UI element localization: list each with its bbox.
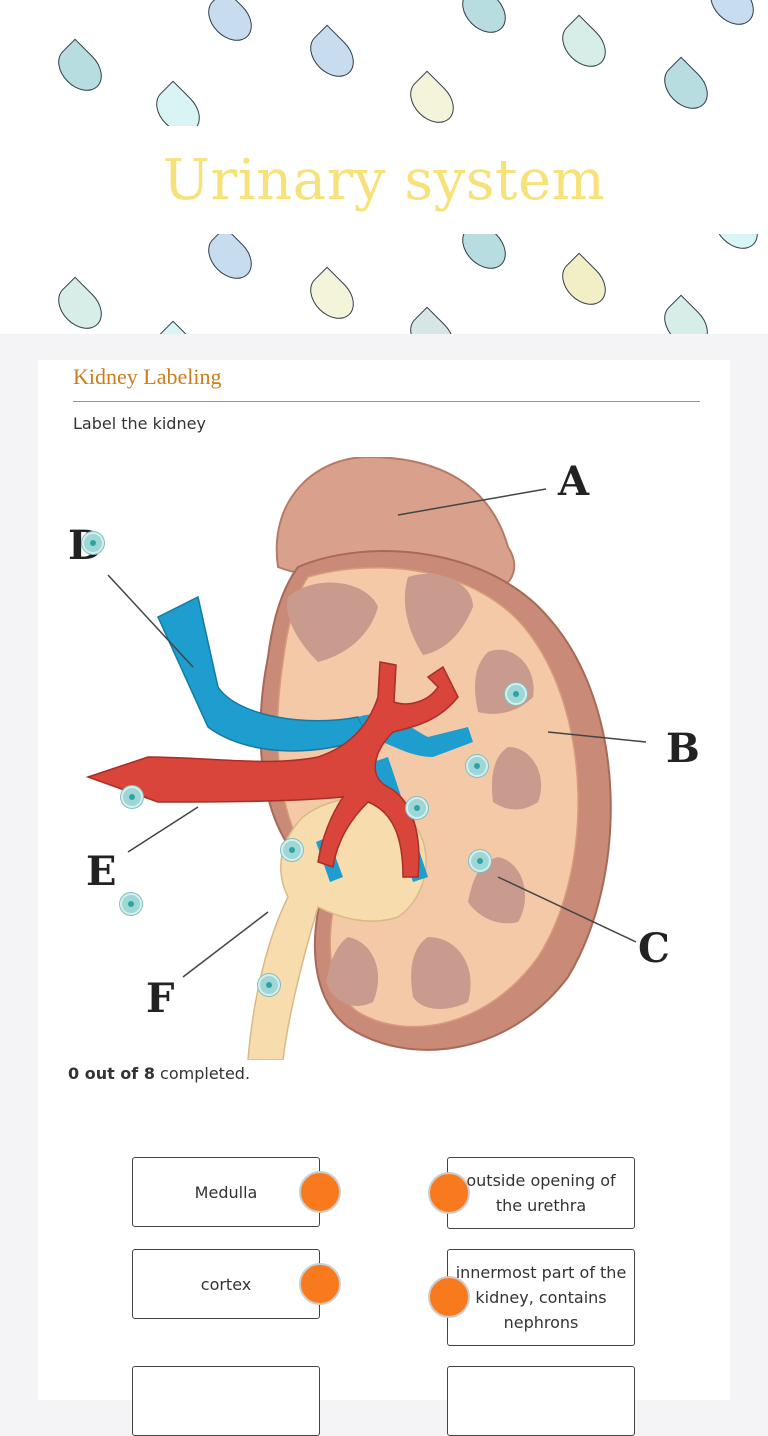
- match-right-item[interactable]: innermost part of the kidney, contains n…: [447, 1249, 635, 1346]
- raindrop-decoration: [49, 38, 111, 100]
- activity-heading: Kidney Labeling: [73, 364, 222, 389]
- label-hotspot-b[interactable]: [505, 683, 527, 705]
- raindrop-decoration: [401, 306, 463, 334]
- label-hotspot-c[interactable]: [469, 850, 491, 872]
- progress-count: 0 out of 8: [68, 1064, 155, 1083]
- match-left-connector[interactable]: [299, 1171, 341, 1213]
- match-left-item[interactable]: cortex: [132, 1249, 320, 1319]
- label-hotspot-b2[interactable]: [466, 755, 488, 777]
- raindrop-decoration: [301, 24, 363, 86]
- raindrop-decoration: [49, 276, 111, 334]
- raindrop-decoration: [655, 56, 717, 118]
- match-right-label: innermost part of the kidney, contains n…: [455, 1263, 627, 1332]
- page-title: Urinary system: [162, 147, 606, 213]
- kidney-illustration: A B C D E F: [68, 455, 700, 1061]
- raindrop-decoration: [553, 14, 615, 76]
- match-right-item[interactable]: [447, 1366, 635, 1436]
- raindrop-decoration: [553, 252, 615, 314]
- progress-text: 0 out of 8 completed.: [68, 1064, 250, 1083]
- raindrop-decoration: [199, 226, 261, 288]
- raindrop-decoration: [701, 0, 763, 34]
- raindrop-decoration: [147, 320, 209, 334]
- match-left-label: Medulla: [194, 1182, 258, 1202]
- progress-suffix: completed.: [154, 1064, 251, 1083]
- raindrop-decoration: [655, 294, 717, 334]
- label-hotspot-d-top[interactable]: [82, 532, 104, 554]
- label-hotspot-e[interactable]: [121, 786, 143, 808]
- match-left-item[interactable]: [132, 1366, 320, 1436]
- diagram-letter-e: E: [86, 848, 117, 895]
- match-right-connector[interactable]: [428, 1172, 470, 1214]
- label-hotspot-pelvis[interactable]: [281, 839, 303, 861]
- header-banner: Urinary system: [0, 0, 768, 334]
- diagram-letter-a: A: [557, 458, 590, 505]
- match-left-connector[interactable]: [299, 1263, 341, 1305]
- label-hotspot-f[interactable]: [258, 974, 280, 996]
- label-hotspot-d[interactable]: [120, 893, 142, 915]
- match-right-label: outside opening of the urethra: [466, 1171, 616, 1215]
- match-right-connector[interactable]: [428, 1276, 470, 1318]
- match-left-label: cortex: [200, 1274, 252, 1294]
- match-right-item[interactable]: outside opening of the urethra: [447, 1157, 635, 1229]
- diagram-letter-f: F: [146, 975, 174, 1022]
- raindrop-decoration: [301, 266, 363, 328]
- activity-instruction: Label the kidney: [73, 414, 206, 433]
- raindrop-decoration: [199, 0, 261, 50]
- raindrop-decoration: [401, 70, 463, 132]
- title-box: Urinary system: [0, 126, 768, 234]
- diagram-letter-c: C: [638, 925, 670, 972]
- raindrop-decoration: [453, 0, 515, 42]
- label-hotspot-vessel[interactable]: [406, 797, 428, 819]
- kidney-diagram: A B C D E F: [68, 455, 700, 1061]
- match-left-item[interactable]: Medulla: [132, 1157, 320, 1227]
- activity-card: Kidney Labeling Label the kidney: [38, 360, 730, 1436]
- heading-divider: [73, 401, 700, 402]
- diagram-letter-b: B: [666, 725, 700, 772]
